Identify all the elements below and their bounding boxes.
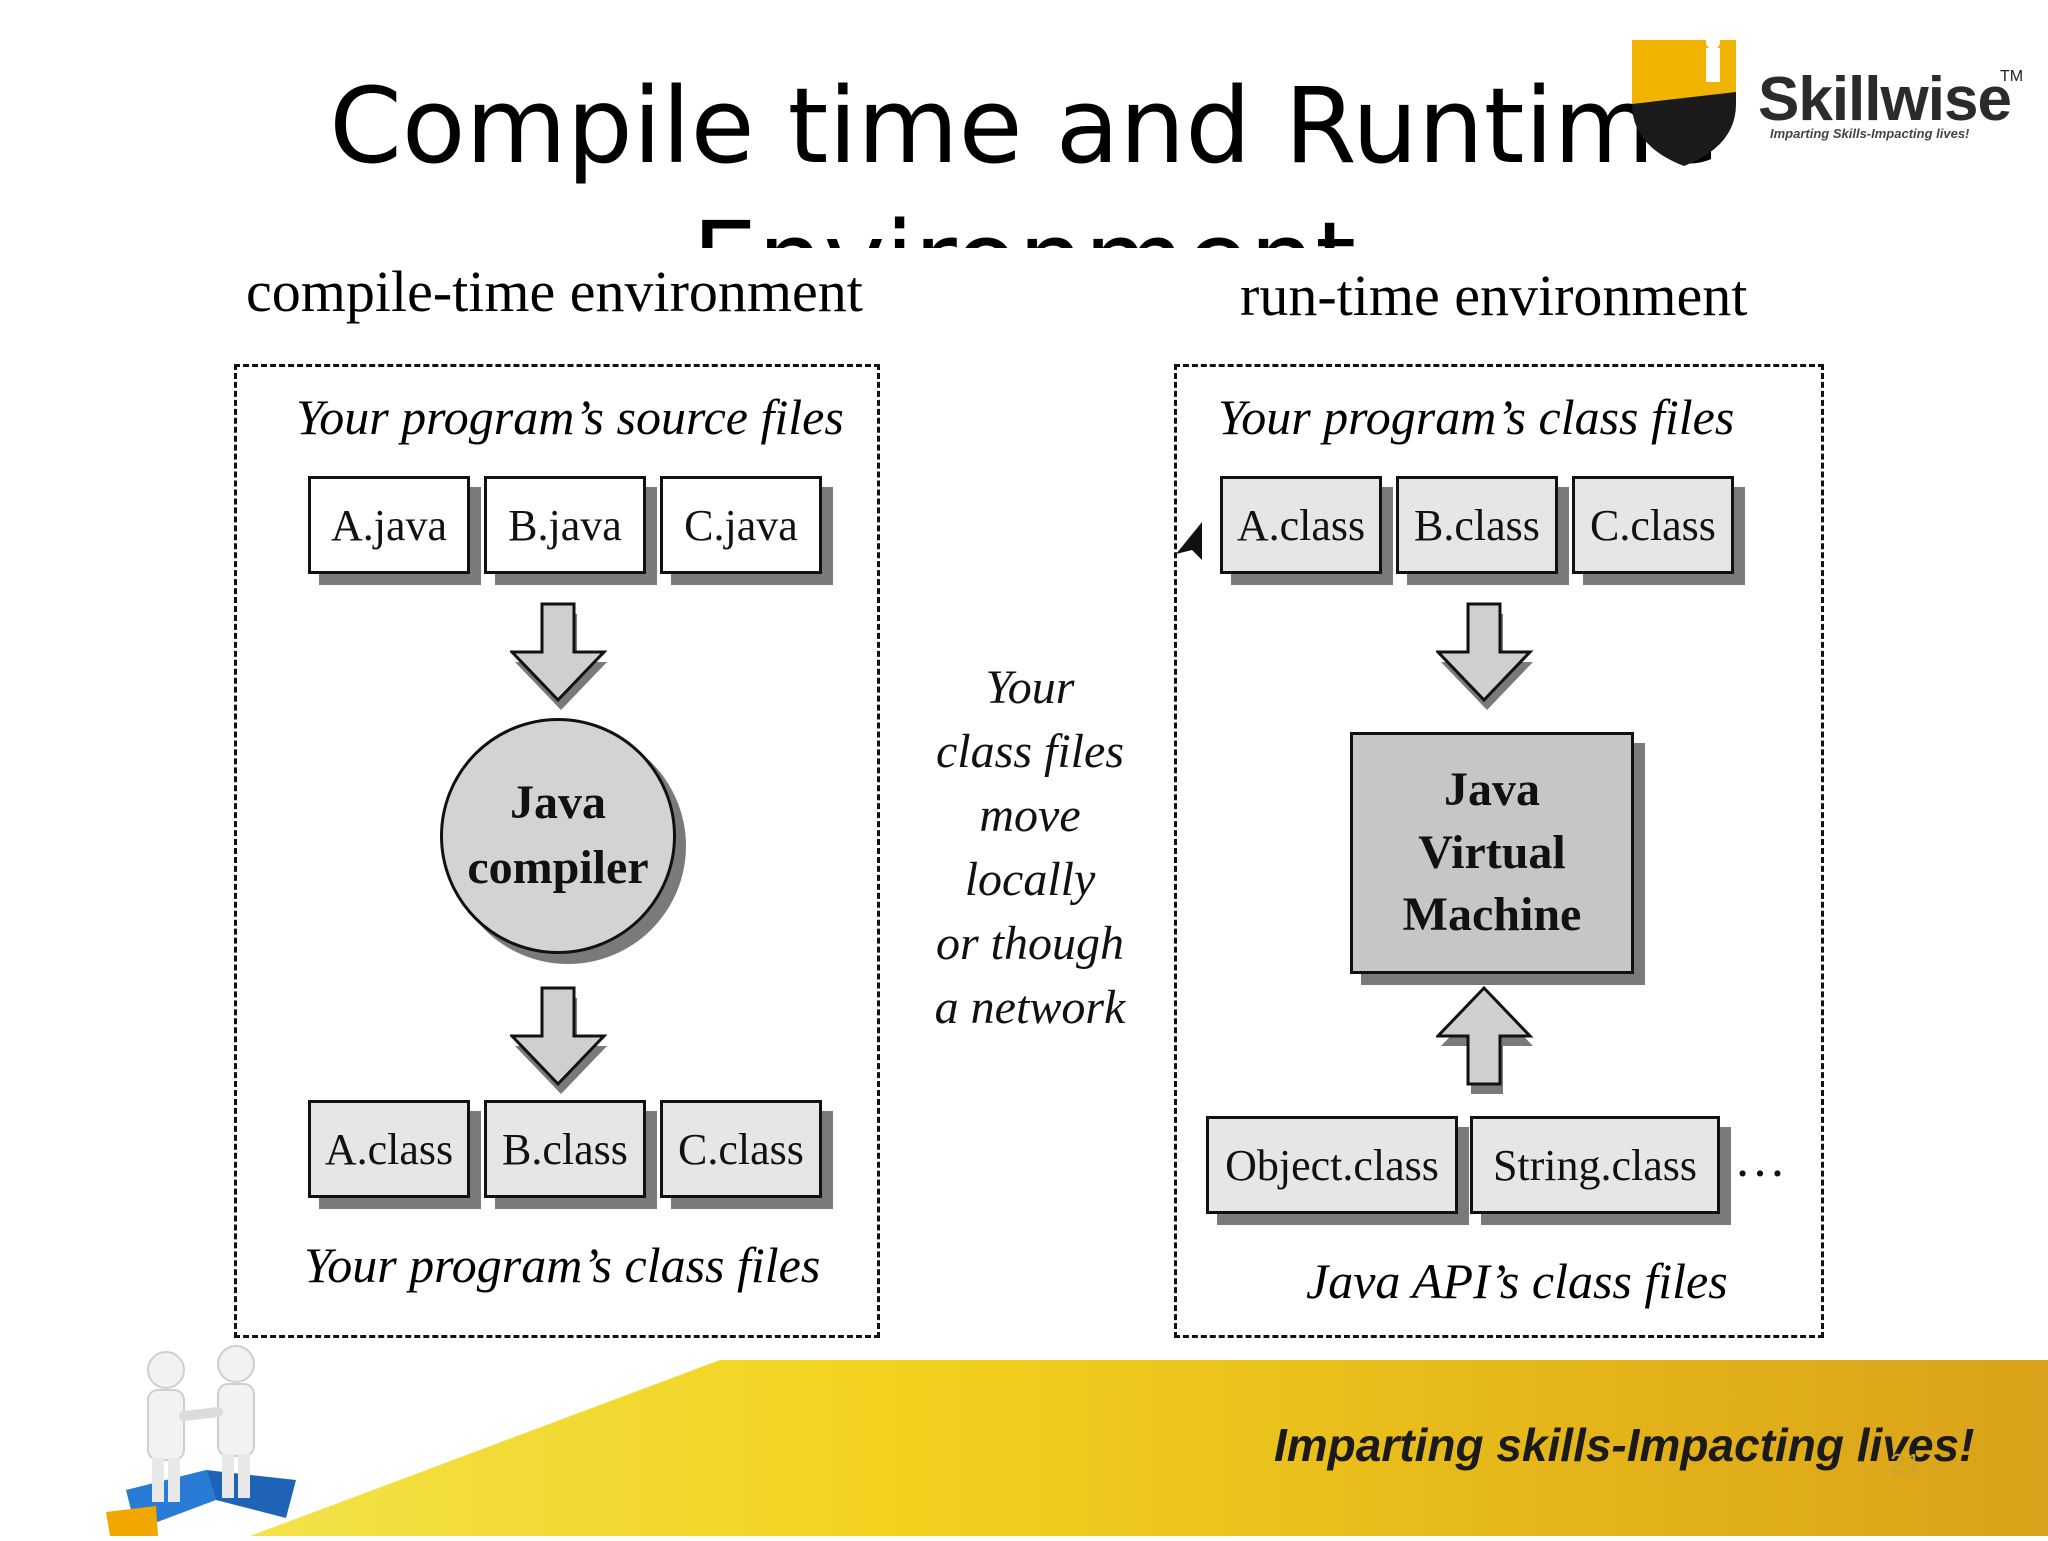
compile-time-heading: compile-time environment: [246, 259, 863, 324]
move-text-line: locally: [964, 853, 1096, 906]
source-file-box: B.java: [484, 476, 646, 574]
compiled-class-box: B.class: [484, 1100, 646, 1198]
footer-tagline: Imparting skills-Impacting lives!: [1274, 1419, 1975, 1471]
jvm-label-line1: Java: [1444, 763, 1540, 817]
jvm-label-line2: Virtual: [1418, 825, 1566, 879]
source-file-box: C.java: [660, 476, 822, 574]
down-arrow: [508, 984, 620, 1109]
class-files-move-text: Your class files move locally or though …: [900, 656, 1160, 1040]
title-line-2: Environment: [0, 208, 2048, 248]
runtime-class-box: A.class: [1220, 476, 1382, 574]
api-class-box: Object.class: [1206, 1116, 1458, 1214]
compiled-class-box: C.class: [660, 1100, 822, 1198]
compiled-class-box: A.class: [308, 1100, 470, 1198]
java-compiler-circle: Java compiler: [440, 718, 676, 954]
mouse-cursor-icon: [1172, 520, 1206, 571]
title-line-1: Compile time and Runtime: [329, 65, 1719, 187]
move-text-line: move: [979, 789, 1081, 842]
api-class-files-caption: Java API’s class files: [1306, 1253, 1728, 1309]
brand-name: Skillwise: [1758, 65, 2012, 134]
skillwise-shield-logo: [1624, 34, 1744, 170]
class-files-caption: Your program’s class files: [304, 1237, 821, 1293]
runtime-class-files-caption: Your program’s class files: [1218, 389, 1735, 445]
compiler-label-line1: Java: [510, 776, 606, 830]
footer-band: [0, 1340, 2048, 1536]
move-text-line: Your: [985, 661, 1075, 714]
compile-time-region: [234, 364, 880, 1338]
down-arrow: [1434, 600, 1546, 725]
source-files-caption: Your program’s source files: [296, 389, 844, 445]
brand-trademark: TM: [2000, 68, 2024, 85]
compiler-label-line2: compiler: [467, 841, 649, 894]
api-class-box: String.class: [1470, 1116, 1720, 1214]
source-file-box: A.java: [308, 476, 470, 574]
more-files-ellipsis: …: [1734, 1131, 1786, 1188]
run-time-region: [1174, 364, 1824, 1338]
runtime-class-box: C.class: [1572, 476, 1734, 574]
up-arrow: [1434, 984, 1546, 1109]
slide-number: 21: [1890, 1448, 1922, 1479]
runtime-class-box: B.class: [1396, 476, 1558, 574]
java-virtual-machine-box: Java Virtual Machine: [1350, 732, 1634, 974]
handshake-puzzle-illustration: [96, 1340, 326, 1541]
jvm-label-line3: Machine: [1402, 888, 1582, 942]
move-text-line: a network: [934, 981, 1126, 1034]
run-time-heading: run-time environment: [1240, 263, 1748, 328]
move-text-line: or though: [935, 917, 1124, 970]
brand-subtitle: Imparting Skills-Impacting lives!: [1770, 126, 1970, 141]
move-text-line: class files: [936, 725, 1124, 778]
down-arrow: [508, 600, 620, 725]
slide-title: Compile time and Runtime Environment: [0, 0, 2048, 248]
